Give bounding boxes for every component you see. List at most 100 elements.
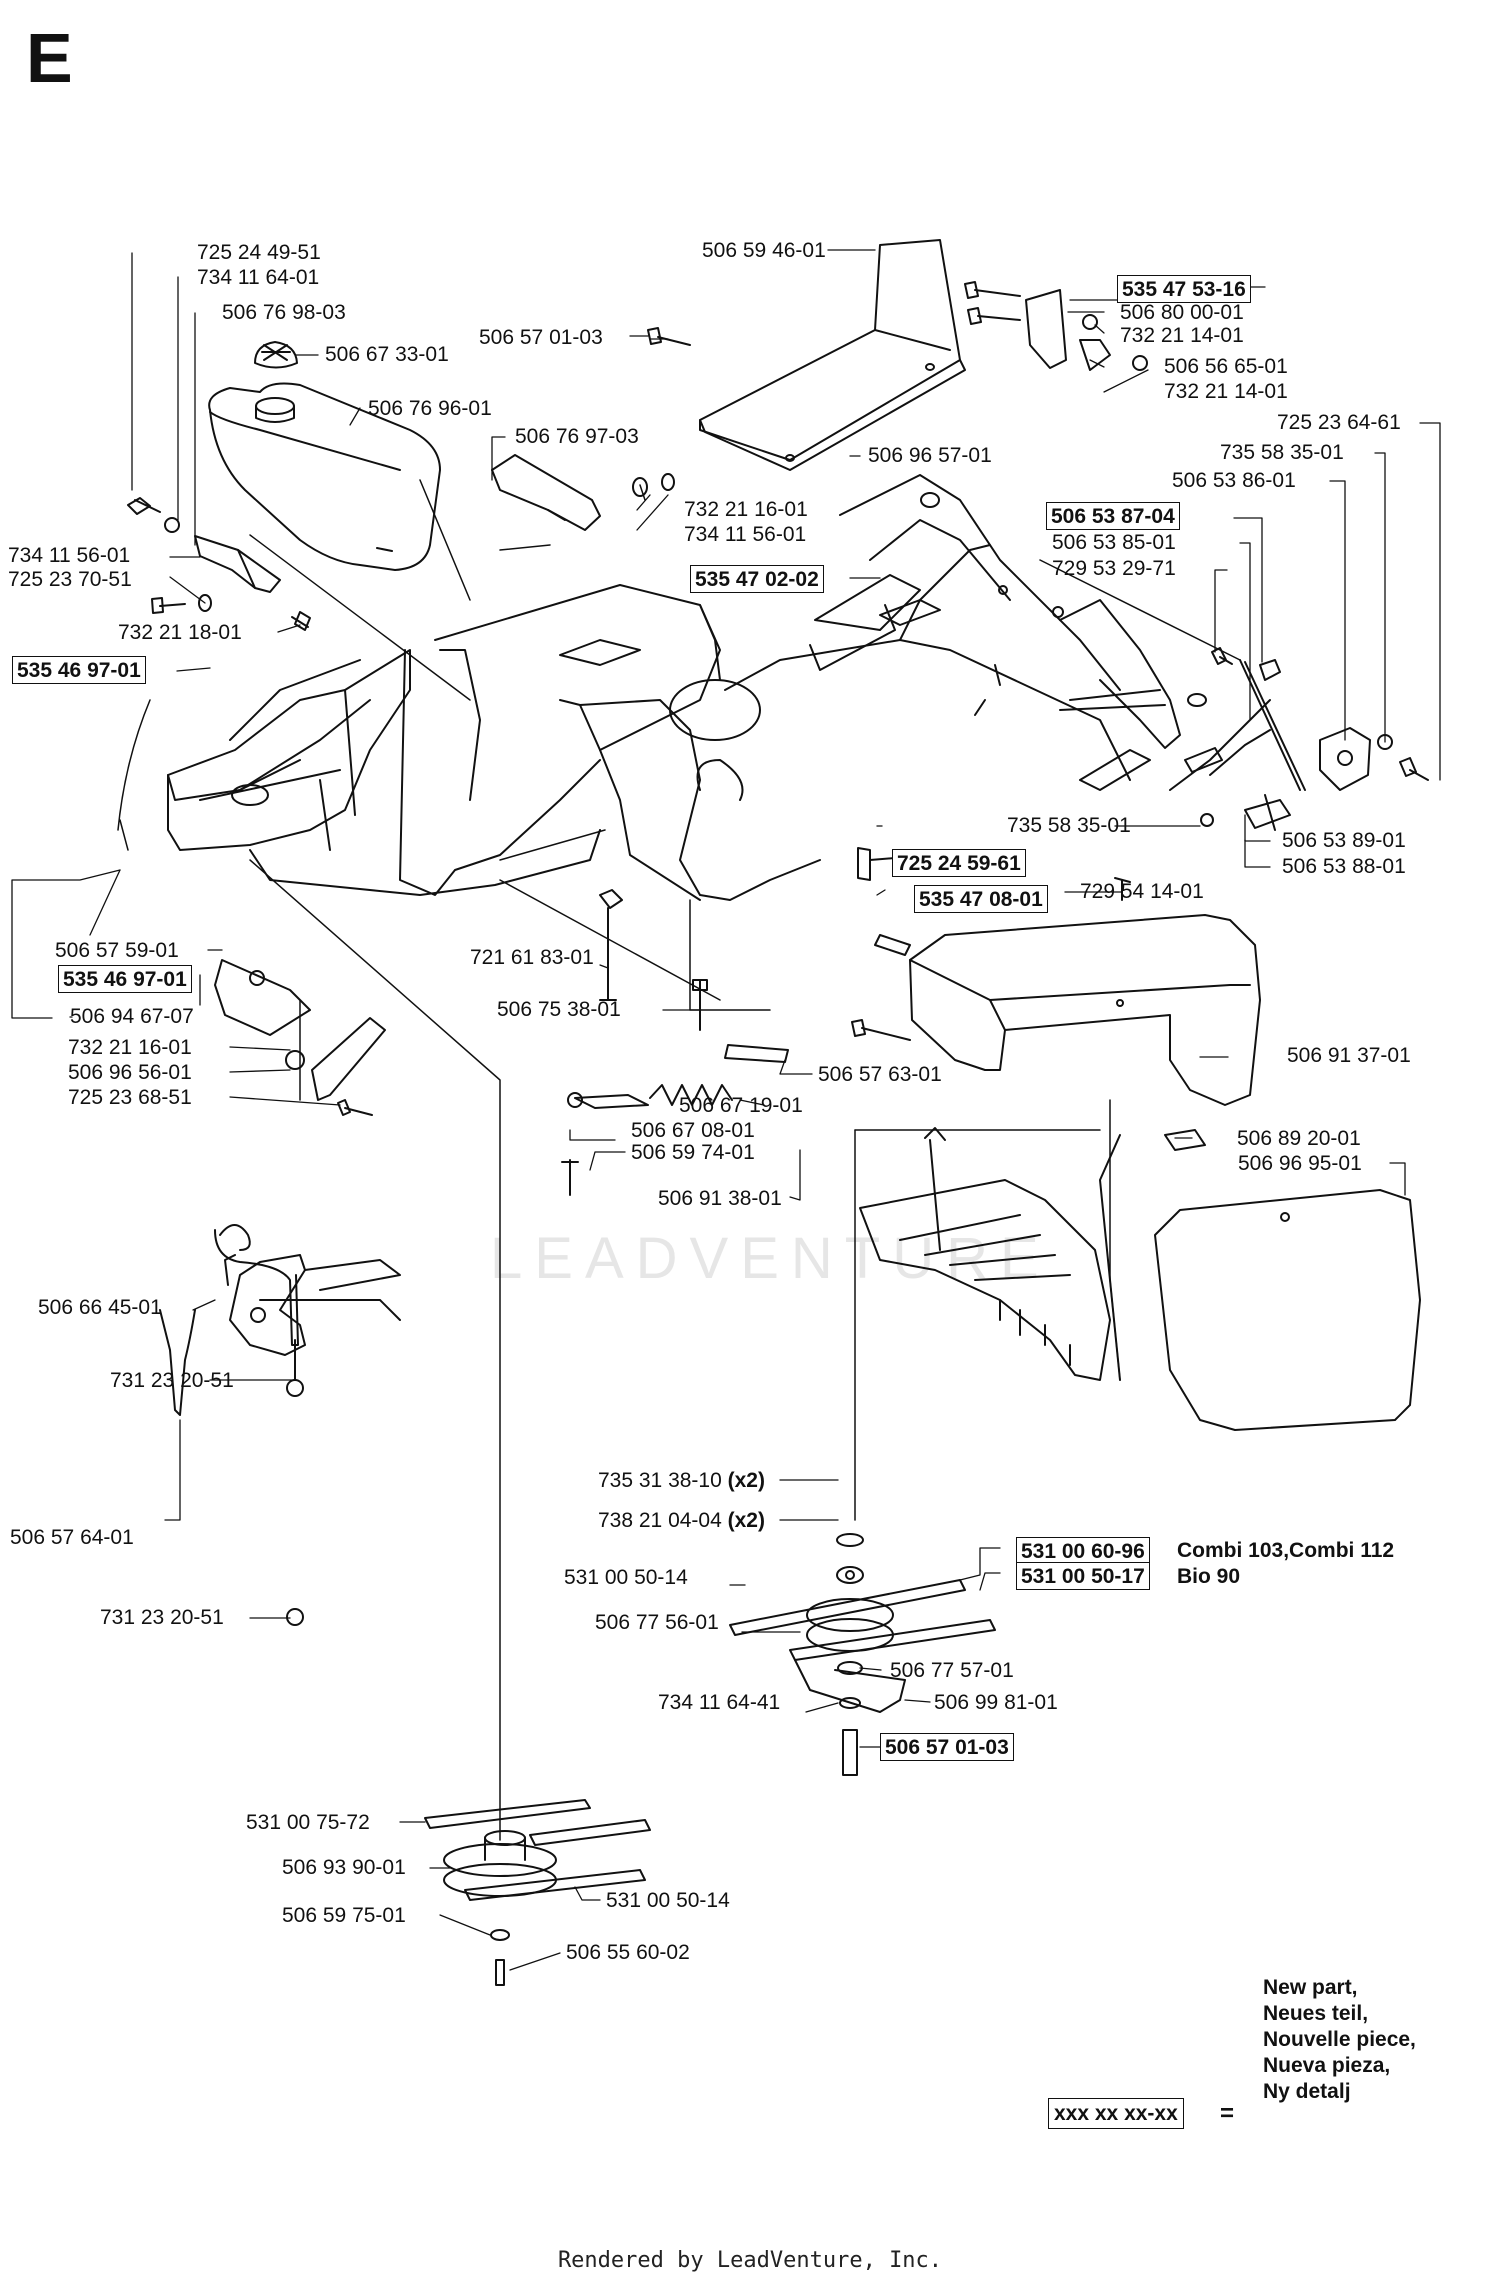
part-label[interactable]: 531 00 75-72 [246,1811,370,1834]
new-part-label[interactable]: 506 53 87-04 [1046,502,1180,530]
legend-line: Nueva pieza, [1263,2054,1391,2077]
belt-cover-drawing [851,914,1261,1106]
part-label[interactable]: 506 99 81-01 [934,1691,1058,1714]
part-label[interactable]: 506 96 56-01 [68,1061,192,1084]
part-label[interactable]: 732 21 16-01 [68,1036,192,1059]
part-label[interactable]: 735 31 38-10 (x2) [598,1470,765,1491]
support-plate-drawing [699,239,966,471]
part-label[interactable]: 506 53 89-01 [1282,829,1406,852]
part-label[interactable]: 732 21 18-01 [118,621,242,644]
legend-new-part-box: xxx xx xx-xx [1048,2098,1184,2129]
part-label[interactable]: 732 21 14-01 [1120,324,1244,347]
part-label[interactable]: 506 94 67-07 [70,1005,194,1028]
part-label[interactable]: 506 55 60-02 [566,1941,690,1964]
tank-bracket-drawing [127,454,675,631]
part-label[interactable]: 731 23 20-51 [110,1369,234,1392]
part-label[interactable]: 506 57 59-01 [55,939,179,962]
part-label[interactable]: 506 66 45-01 [38,1296,162,1319]
left-pivot-drawing [159,959,401,1416]
new-part-label[interactable]: 535 47 08-01 [914,885,1048,913]
part-label[interactable]: 506 67 19-01 [679,1094,803,1117]
part-label[interactable]: 506 76 96-01 [368,397,492,420]
new-part-label[interactable]: 535 47 53-16 [1117,275,1251,303]
part-label[interactable]: 506 77 57-01 [890,1659,1014,1682]
model-note: Bio 90 [1177,1565,1241,1588]
section-letter: E [26,19,73,97]
legend-line: Nouvelle piece, [1263,2028,1416,2051]
part-number: 738 21 04-04 [598,1509,722,1532]
part-label[interactable]: 725 23 68-51 [68,1086,192,1109]
part-label[interactable]: 506 53 85-01 [1052,531,1176,554]
new-part-label[interactable]: 535 46 97-01 [58,965,192,993]
legend-equals: = [1220,2100,1235,2127]
part-label[interactable]: 506 53 86-01 [1172,469,1296,492]
legend-line: Ny detalj [1263,2080,1351,2103]
part-label[interactable]: 506 67 08-01 [631,1119,755,1142]
lower-pulley-drawing [424,1799,651,1986]
part-label[interactable]: 506 59 75-01 [282,1904,406,1927]
part-label[interactable]: 725 23 64-61 [1277,411,1401,434]
legend: New part, Neues teil, Nouvelle piece, Nu… [1263,1975,1416,2105]
part-label[interactable]: 729 53 29-71 [1052,557,1176,580]
part-label[interactable]: 531 00 50-14 [564,1566,688,1589]
part-label[interactable]: 506 91 38-01 [658,1187,782,1210]
part-label[interactable]: 506 80 00-01 [1120,301,1244,324]
part-number: 735 31 38-10 [598,1469,722,1492]
part-label[interactable]: 731 23 20-51 [100,1606,224,1629]
part-label[interactable]: 506 57 64-01 [10,1526,134,1549]
part-label[interactable]: 506 77 56-01 [595,1611,719,1634]
legend-line: Neues teil, [1263,2002,1369,2025]
part-label[interactable]: 506 96 95-01 [1238,1152,1362,1175]
quantity: (x2) [727,1509,765,1532]
part-label[interactable]: 506 93 90-01 [282,1856,406,1879]
part-label[interactable]: 506 76 98-03 [222,301,346,324]
part-label[interactable]: 506 75 38-01 [497,998,621,1021]
side-cover-drawing [1154,1129,1421,1431]
new-part-label[interactable]: 725 24 59-61 [892,849,1026,877]
new-part-label[interactable]: 535 47 02-02 [690,565,824,593]
part-label[interactable]: 734 11 56-01 [684,523,807,546]
right-bracket-drawing [1059,647,1429,831]
part-label[interactable]: 506 59 74-01 [631,1141,755,1164]
new-part-label[interactable]: 531 00 60-96 [1016,1537,1150,1565]
part-label[interactable]: 506 76 97-03 [515,425,639,448]
part-label[interactable]: 506 56 65-01 [1164,355,1288,378]
part-label[interactable]: 725 23 70-51 [8,568,132,591]
footer-credit: Rendered by LeadVenture, Inc. [557,2248,943,2273]
clip-hardware-drawing [647,281,1148,371]
part-label[interactable]: 734 11 64-41 [658,1691,781,1714]
part-label[interactable]: 506 91 37-01 [1287,1044,1411,1067]
part-label[interactable]: 506 57 01-03 [479,326,603,349]
part-label[interactable]: 506 57 63-01 [818,1063,942,1086]
part-label[interactable]: 729 54 14-01 [1080,880,1204,903]
part-label[interactable]: 732 21 14-01 [1164,380,1288,403]
main-frame-drawing [167,474,1271,901]
model-note: Combi 103,Combi 112 [1177,1539,1395,1562]
deflector-drawing [859,1127,1121,1381]
part-label[interactable]: 506 67 33-01 [325,343,449,366]
part-label[interactable]: 735 58 35-01 [1007,814,1131,837]
new-part-label[interactable]: 531 00 50-17 [1016,1562,1150,1590]
part-label[interactable]: 738 21 04-04 (x2) [598,1510,765,1531]
watermark: LEADVENTURE [490,1226,1051,1291]
part-label[interactable]: 735 58 35-01 [1220,441,1344,464]
part-label[interactable]: 725 24 49-51 [197,241,321,264]
part-label[interactable]: 531 00 50-14 [606,1889,730,1912]
part-label[interactable]: 506 59 46-01 [702,239,826,262]
quantity: (x2) [727,1469,765,1492]
part-label[interactable]: 506 96 57-01 [868,444,992,467]
part-label[interactable]: 506 53 88-01 [1282,855,1406,878]
fuel-tank-drawing [208,341,441,571]
new-part-label[interactable]: 535 46 97-01 [12,656,146,684]
part-label[interactable]: 734 11 56-01 [8,544,131,567]
j-bolt-drawing [214,1224,304,1626]
spring-link-drawing [561,847,1131,1196]
part-label[interactable]: 506 89 20-01 [1237,1127,1361,1150]
legend-line: New part, [1263,1976,1358,1999]
part-label[interactable]: 732 21 16-01 [684,498,808,521]
part-label[interactable]: 721 61 83-01 [470,946,594,969]
new-part-label[interactable]: 506 57 01-03 [880,1733,1014,1761]
part-label[interactable]: 734 11 64-01 [197,266,320,289]
